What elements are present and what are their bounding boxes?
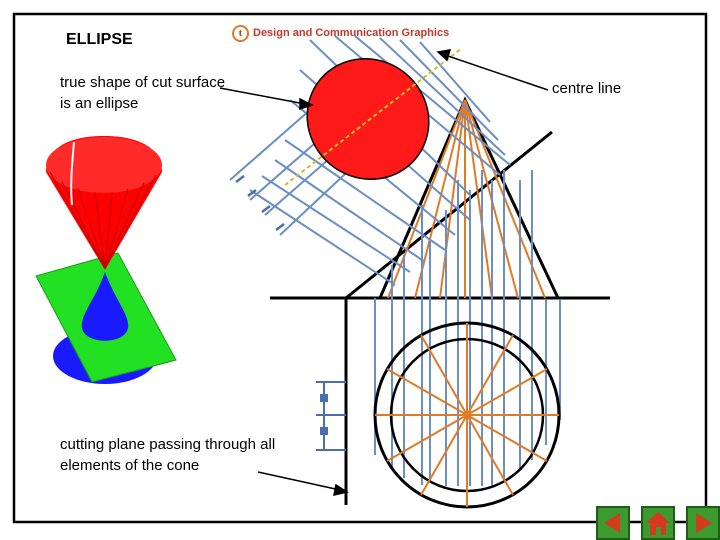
dcg-logo: t Design and Communication Graphics bbox=[232, 23, 449, 43]
triangle-right-icon bbox=[696, 513, 712, 533]
centre-line bbox=[284, 47, 463, 186]
previous-button[interactable] bbox=[596, 506, 630, 540]
triangle-left-icon bbox=[604, 513, 620, 533]
plan-generators bbox=[375, 323, 559, 507]
logo-badge-icon: t bbox=[232, 24, 249, 42]
logo-text: Design and Communication Graphics bbox=[253, 27, 450, 39]
next-button[interactable] bbox=[686, 506, 720, 540]
annotation-arrows bbox=[219, 49, 549, 496]
home-button[interactable] bbox=[641, 506, 675, 540]
true-shape-ellipse bbox=[306, 57, 430, 181]
home-icon bbox=[646, 512, 670, 535]
page-title: ELLIPSE bbox=[66, 31, 133, 48]
cutting-plane-edge bbox=[345, 130, 553, 300]
vertical-projectors bbox=[374, 170, 561, 486]
centre-line-label: centre line bbox=[552, 80, 622, 97]
depth-markers bbox=[316, 381, 346, 451]
cutting-plane-label: cutting plane passing through all elemen… bbox=[60, 436, 276, 474]
true-shape-label: true shape of cut surface is an ellipse bbox=[60, 74, 226, 112]
cone-3d-illustration bbox=[35, 136, 177, 384]
width-markers bbox=[235, 175, 285, 231]
